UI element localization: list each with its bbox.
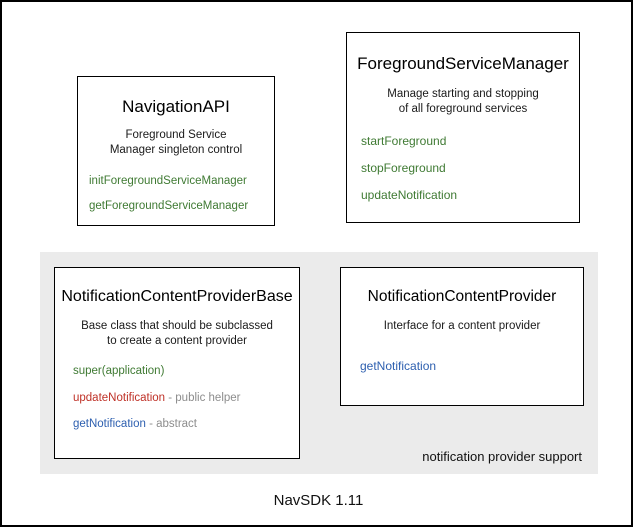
method-item[interactable]: updateNotification - public helper bbox=[73, 391, 299, 405]
method-name: getNotification bbox=[360, 358, 437, 373]
class-description-line: Foreground Service bbox=[125, 129, 227, 141]
method-list-notification-content-provider-base: super(application) updateNotification - … bbox=[55, 366, 299, 431]
method-name: updateNotification bbox=[361, 188, 458, 203]
method-name: initForegroundServiceManager bbox=[89, 175, 247, 188]
method-item[interactable]: startForeground bbox=[361, 135, 579, 147]
class-title-notification-content-provider-base: NotificationContentProviderBase bbox=[61, 288, 293, 305]
method-note: - abstract bbox=[145, 418, 198, 431]
class-title-navigation-api: NavigationAPI bbox=[122, 97, 230, 116]
method-item[interactable]: initForegroundServiceManager bbox=[89, 176, 274, 188]
class-description-navigation-api: Foreground Service Manager singleton con… bbox=[78, 128, 274, 157]
method-item[interactable]: getNotification bbox=[360, 360, 583, 372]
class-box-foreground-service-manager[interactable]: ForegroundServiceManager Manage starting… bbox=[346, 32, 580, 223]
method-name: updateNotification bbox=[73, 391, 166, 404]
method-list-foreground-service-manager: startForeground stopForeground updateNot… bbox=[347, 135, 579, 201]
class-description-notification-content-provider-base: Base class that should be subclassed to … bbox=[55, 319, 299, 348]
method-note: - public helper bbox=[165, 391, 241, 404]
class-title-foreground-service-manager: ForegroundServiceManager bbox=[357, 54, 569, 73]
class-description-notification-content-provider: Interface for a content provider bbox=[341, 319, 583, 334]
class-title-notification-content-provider: NotificationContentProvider bbox=[367, 288, 557, 305]
method-name: getForegroundServiceManager bbox=[89, 199, 249, 212]
method-list-navigation-api: initForegroundServiceManager getForegrou… bbox=[78, 176, 274, 212]
class-description-foreground-service-manager: Manage starting and stopping of all fore… bbox=[347, 87, 579, 116]
class-description-line: to create a content provider bbox=[107, 334, 247, 347]
class-description-line: Manager singleton control bbox=[109, 143, 243, 156]
method-list-notification-content-provider: getNotification bbox=[341, 360, 583, 372]
class-description-line: Manage starting and stopping bbox=[387, 88, 539, 100]
method-item[interactable]: getNotification - abstract bbox=[73, 419, 299, 431]
class-box-notification-content-provider[interactable]: NotificationContentProvider Interface fo… bbox=[340, 267, 584, 406]
class-description-line: of all foreground services bbox=[398, 102, 528, 115]
method-item[interactable]: stopForeground bbox=[361, 162, 579, 174]
method-name: stopForeground bbox=[361, 161, 446, 176]
method-item[interactable]: super(application) bbox=[73, 366, 299, 378]
notification-provider-group-label: notification provider support bbox=[422, 449, 582, 464]
footer-version-label: NavSDK 1.11 bbox=[273, 492, 364, 509]
method-item[interactable]: updateNotification bbox=[361, 189, 579, 201]
method-item[interactable]: getForegroundServiceManager bbox=[89, 199, 274, 213]
class-description-line: Base class that should be subclassed bbox=[81, 320, 273, 332]
method-name: getNotification bbox=[73, 418, 146, 431]
class-box-navigation-api[interactable]: NavigationAPI Foreground Service Manager… bbox=[77, 76, 275, 226]
method-name: startForeground bbox=[361, 134, 447, 149]
class-description-line: Interface for a content provider bbox=[383, 320, 541, 332]
class-box-notification-content-provider-base[interactable]: NotificationContentProviderBase Base cla… bbox=[54, 267, 300, 459]
method-name: super(application) bbox=[73, 365, 165, 378]
